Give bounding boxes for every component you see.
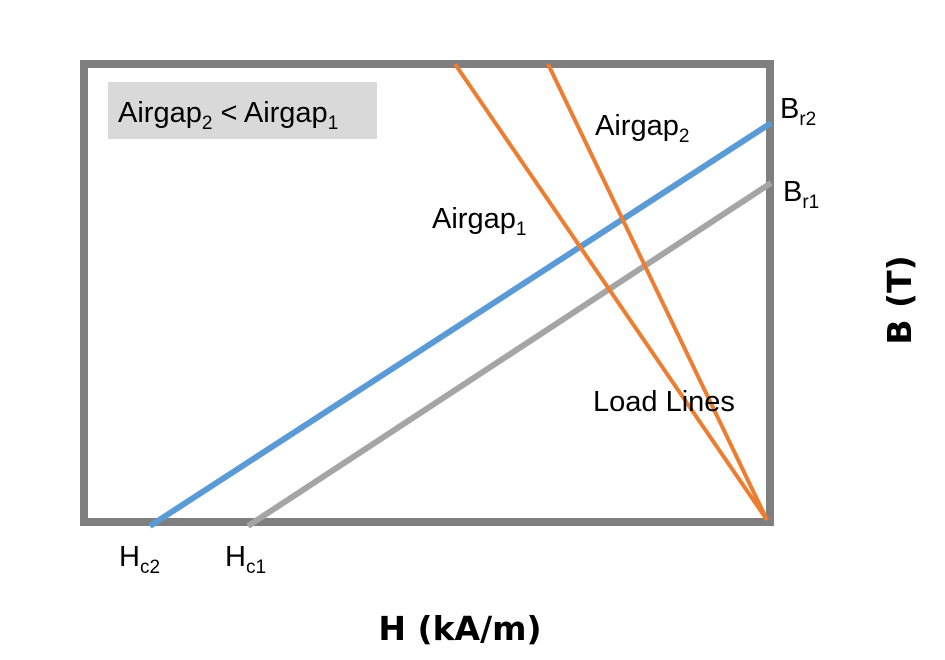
note-sub1: 2 (202, 113, 213, 134)
label-load-lines: Load Lines (593, 386, 735, 418)
load-line-airgap1 (453, 62, 769, 522)
label-br2: Br2 (780, 93, 816, 130)
note-box (108, 82, 377, 139)
note-text: Airgap2 < Airgap1 (118, 97, 338, 134)
load-line-airgap2 (546, 63, 769, 521)
label-airgap1: Airgap1 (432, 203, 526, 240)
x-axis-title: H (kA/m) (378, 609, 541, 648)
label-br1: Br1 (783, 176, 819, 213)
y-axis-title: B (T) (880, 255, 919, 344)
note-part1: Airgap (118, 97, 202, 129)
label-airgap2: Airgap2 (595, 110, 689, 147)
plot-frame (80, 60, 774, 526)
demag-line-2 (148, 120, 773, 529)
note-part2: < Airgap (212, 97, 327, 129)
label-hc1: Hc1 (225, 541, 266, 578)
note-sub2: 1 (328, 113, 339, 134)
label-hc2: Hc2 (119, 541, 160, 578)
demag-line-1 (246, 180, 773, 529)
